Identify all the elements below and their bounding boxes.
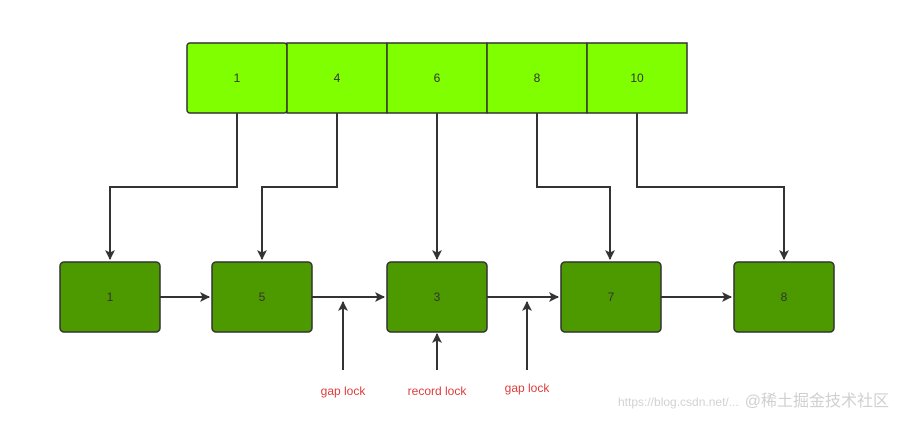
- leaf-node-label: 1: [107, 290, 114, 304]
- leaf-nodes: 1 5 3 7 8: [59, 261, 835, 333]
- index-key-cell-3: [386, 42, 488, 114]
- leaf-node-1: [59, 261, 161, 333]
- leaf-node-8: [733, 261, 835, 333]
- index-node: 1 4 6 8 10: [186, 42, 688, 114]
- index-key-label: 10: [630, 71, 644, 85]
- leaf-node-label: 7: [608, 290, 615, 304]
- leaf-node-label: 3: [434, 290, 441, 304]
- index-key-label: 8: [534, 71, 541, 85]
- watermark: https://blog.csdn.net/... @稀土掘金技术社区: [618, 387, 889, 411]
- leaf-node-label: 5: [259, 290, 266, 304]
- index-key-label: 4: [334, 71, 341, 85]
- index-key-label: 1: [234, 71, 241, 85]
- index-key-cell-5: [586, 42, 688, 114]
- gap-lock-label: gap lock: [505, 381, 551, 395]
- watermark-url: https://blog.csdn.net/...: [618, 395, 739, 409]
- arrow-index4-to-leaf5: [257, 113, 338, 260]
- arrow-index10-to-leaf8: [636, 113, 789, 260]
- arrow-index8-to-leaf7: [536, 113, 615, 260]
- record-lock-label: record lock: [408, 384, 468, 398]
- leaf-node-5: [211, 261, 313, 333]
- index-key-cell-2: [286, 42, 388, 114]
- gap-lock-label: gap lock: [321, 384, 367, 398]
- lock-labels: gap lock record lock gap lock: [321, 381, 551, 398]
- watermark-brand: @稀土掘金技术社区: [744, 393, 889, 410]
- leaf-node-7: [560, 261, 662, 333]
- leaf-node-3: [386, 261, 488, 333]
- index-to-leaf-arrows: [105, 113, 789, 260]
- index-key-label: 6: [434, 71, 441, 85]
- leaf-node-label: 8: [781, 290, 788, 304]
- arrow-index1-to-leaf1: [105, 113, 238, 260]
- lock-arrows: [338, 301, 532, 370]
